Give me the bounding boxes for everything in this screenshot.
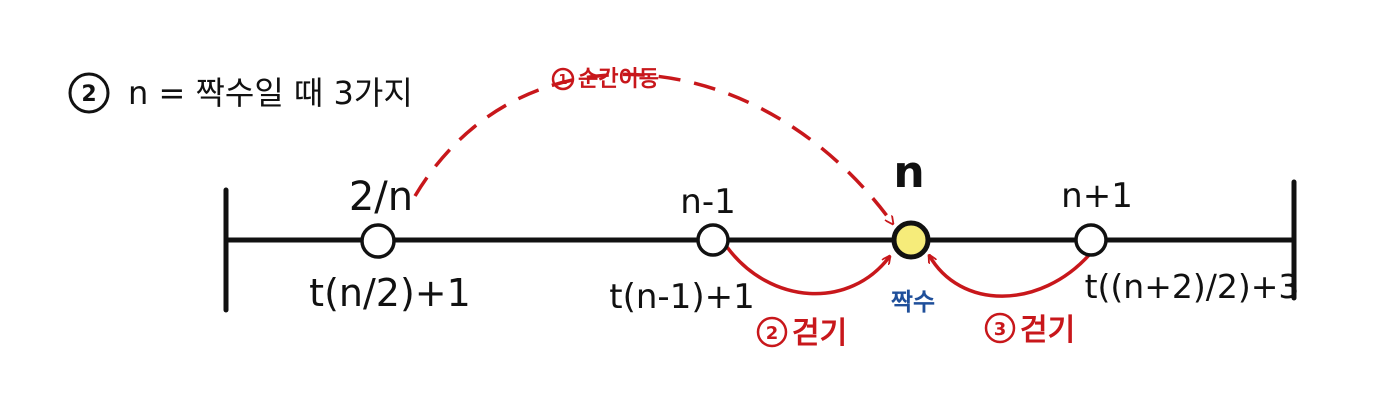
teleport-arrow bbox=[413, 72, 893, 224]
move-label-walk-next: 3 걷기 bbox=[984, 312, 1075, 348]
number-line bbox=[223, 179, 1297, 313]
point-current bbox=[891, 220, 931, 260]
even-note: 짝수 bbox=[891, 288, 935, 316]
move-label: 순간이동 bbox=[578, 67, 659, 92]
move-labels: 1 순간이동 2 걷기 3 걷기 bbox=[551, 67, 1075, 351]
walk-arrow-from-prev bbox=[725, 245, 890, 296]
point-next bbox=[1074, 223, 1108, 257]
page-title: n = 짝수일 때 3가지 bbox=[128, 74, 413, 112]
move-arrows bbox=[413, 72, 1092, 298]
move-label-walk-prev: 2 걷기 bbox=[756, 316, 847, 351]
points bbox=[360, 220, 1108, 260]
label-half-top: 2/n bbox=[349, 174, 413, 220]
move-number-badge bbox=[756, 316, 788, 348]
bottom-labels: t(n/2)+1 t(n-1)+1 짝수 t((n+2)/2)+3 bbox=[309, 267, 1299, 317]
label-next-top: n+1 bbox=[1061, 176, 1133, 216]
label-prev-bottom: t(n-1)+1 bbox=[609, 277, 754, 317]
move-number-badge bbox=[984, 312, 1016, 344]
move-number-badge bbox=[551, 67, 575, 91]
top-labels: 2/n n-1 n n+1 bbox=[349, 147, 1133, 222]
circled-number: 2 bbox=[81, 82, 96, 107]
move-number: 2 bbox=[766, 323, 779, 344]
move-number: 3 bbox=[994, 319, 1007, 340]
point-prev bbox=[696, 223, 730, 257]
point-half bbox=[360, 223, 396, 259]
header: 2 n = 짝수일 때 3가지 bbox=[68, 72, 413, 114]
label-next-bottom: t((n+2)/2)+3 bbox=[1085, 267, 1300, 306]
walk-arrow-from-next bbox=[927, 254, 1092, 298]
move-number: 1 bbox=[558, 73, 567, 88]
label-prev-top: n-1 bbox=[680, 182, 735, 222]
move-label: 걷기 bbox=[792, 316, 847, 351]
label-current-top: n bbox=[893, 147, 924, 198]
move-label-teleport: 1 순간이동 bbox=[551, 67, 659, 92]
move-label: 걷기 bbox=[1020, 313, 1075, 348]
label-half-bottom: t(n/2)+1 bbox=[309, 271, 471, 315]
circled-number-badge bbox=[68, 72, 110, 114]
